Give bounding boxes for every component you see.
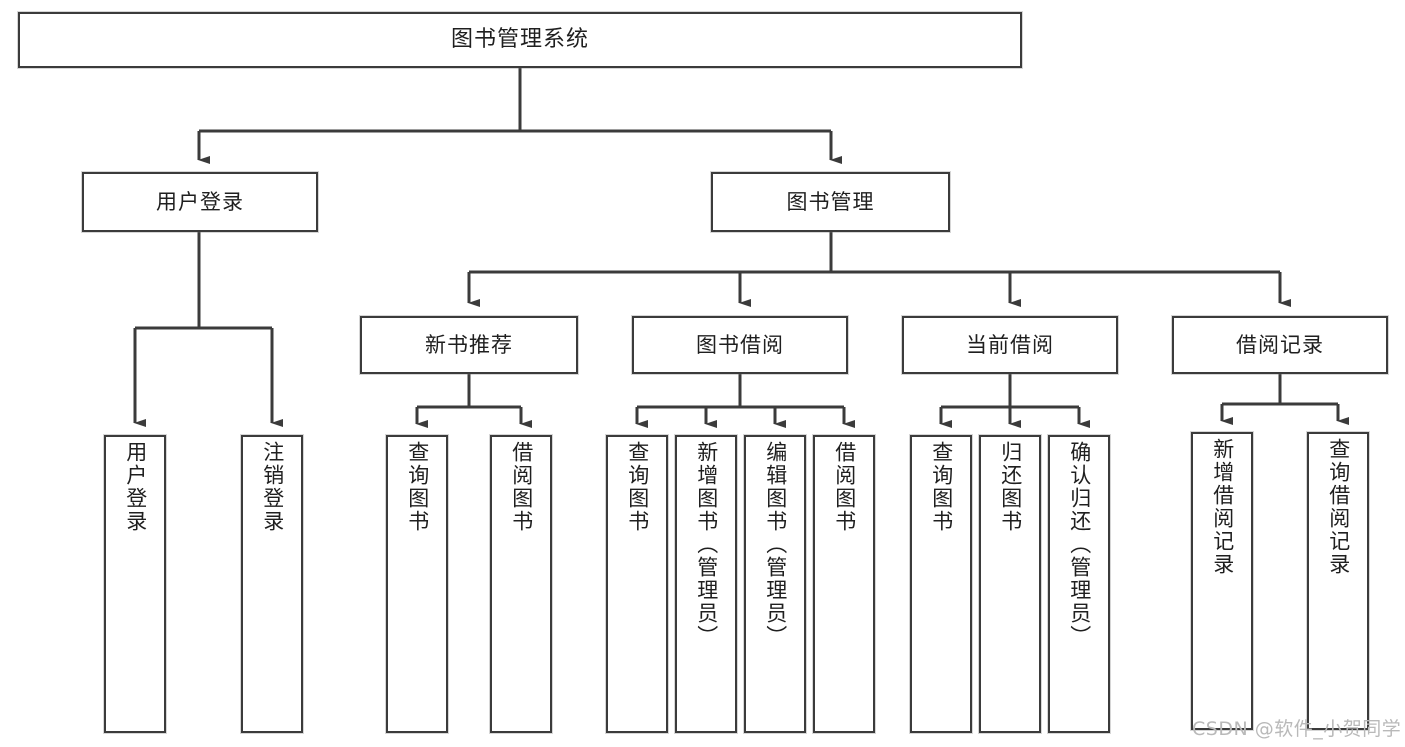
node-label: 注销登录	[260, 441, 285, 533]
node-current-borrow[interactable]: 当前借阅	[902, 316, 1118, 374]
leaf-query-book-borrow[interactable]: 查询图书	[606, 435, 668, 733]
node-label: 查询图书	[405, 441, 430, 533]
leaf-add-borrow-record[interactable]: 新增借阅记录	[1191, 432, 1253, 730]
node-label: 借阅记录	[1236, 332, 1324, 357]
leaf-query-book-recommend[interactable]: 查询图书	[386, 435, 448, 733]
node-label: 新书推荐	[425, 332, 513, 357]
node-borrow-record[interactable]: 借阅记录	[1172, 316, 1388, 374]
node-label: 新增图书（管理员）	[694, 441, 719, 648]
node-label: 当前借阅	[966, 332, 1054, 357]
leaf-borrow-book-recommend[interactable]: 借阅图书	[490, 435, 552, 733]
node-label: 借阅图书	[509, 441, 534, 533]
node-label: 编辑图书（管理员）	[763, 441, 788, 648]
leaf-logout-login[interactable]: 注销登录	[241, 435, 303, 733]
node-label: 图书管理系统	[450, 27, 589, 53]
node-label: 归还图书	[998, 441, 1023, 533]
node-label: 图书借阅	[696, 332, 784, 357]
leaf-add-book-admin[interactable]: 新增图书（管理员）	[675, 435, 737, 733]
node-book-borrow[interactable]: 图书借阅	[632, 316, 848, 374]
leaf-user-login[interactable]: 用户登录	[104, 435, 166, 733]
leaf-return-book[interactable]: 归还图书	[979, 435, 1041, 733]
node-label: 用户登录	[123, 441, 148, 533]
node-label: 查询借阅记录	[1326, 438, 1351, 576]
node-book-management[interactable]: 图书管理	[711, 172, 950, 232]
node-user-login[interactable]: 用户登录	[82, 172, 318, 232]
node-label: 借阅图书	[832, 441, 857, 533]
leaf-confirm-return-admin[interactable]: 确认归还（管理员）	[1048, 435, 1110, 733]
node-label: 查询图书	[625, 441, 650, 533]
node-label: 查询图书	[929, 441, 954, 533]
node-label: 用户登录	[156, 189, 244, 214]
leaf-borrow-book-borrow[interactable]: 借阅图书	[813, 435, 875, 733]
leaf-edit-book-admin[interactable]: 编辑图书（管理员）	[744, 435, 806, 733]
node-root-book-management-system[interactable]: 图书管理系统	[18, 12, 1022, 68]
node-new-book-recommend[interactable]: 新书推荐	[360, 316, 578, 374]
csdn-watermark: CSDN @软件_小贺同学	[1192, 718, 1402, 740]
node-label: 图书管理	[786, 189, 875, 214]
leaf-query-book-current[interactable]: 查询图书	[910, 435, 972, 733]
node-label: 确认归还（管理员）	[1067, 441, 1092, 648]
node-label: 新增借阅记录	[1210, 438, 1235, 576]
leaf-query-borrow-record[interactable]: 查询借阅记录	[1307, 432, 1369, 730]
